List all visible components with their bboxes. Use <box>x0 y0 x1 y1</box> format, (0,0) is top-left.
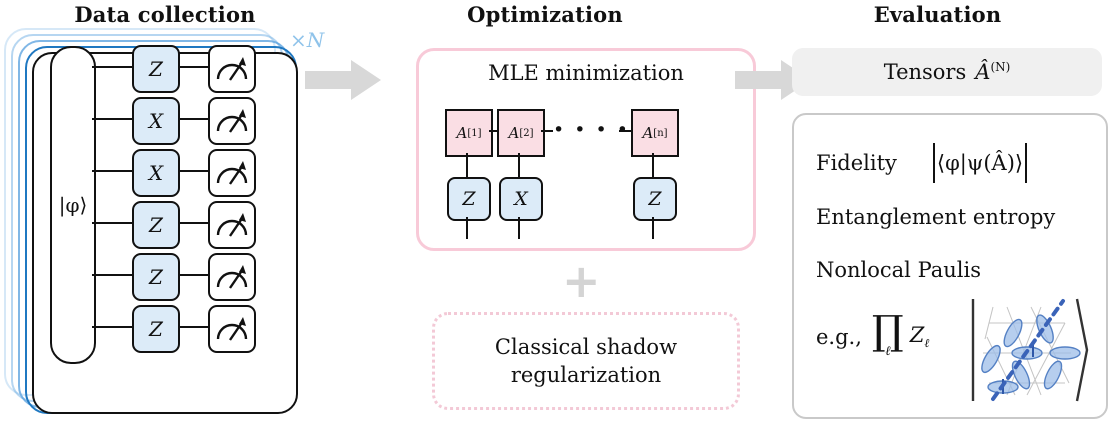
product-subscript: ℓ <box>885 344 891 359</box>
out-leg-1 <box>466 217 469 239</box>
example-prefix: e.g., <box>816 325 862 349</box>
mps-tensor-network: A[1] A[2] A[n] • • • • Z X Z <box>445 109 727 239</box>
panel-evaluation: Evaluation Tensors Â(N) Fidelity ⟨φ|ψ(Â)… <box>760 0 1115 431</box>
metric-fidelity-formula: ⟨φ|ψ(Â)⟩ <box>932 143 1028 183</box>
metric-entanglement-entropy-label: Entanglement entropy <box>816 205 1056 229</box>
classical-shadow-regularization-box: Classical shadow regularization <box>432 312 740 410</box>
meter-icon <box>208 149 256 197</box>
panel-data-collection: Data collection ×N |φ⟩ Z X X Z Z Z <box>0 0 330 431</box>
wire-out-6 <box>176 326 210 328</box>
wire-in-3 <box>92 170 134 172</box>
meter-icon <box>208 305 256 353</box>
wire-out-4 <box>176 222 210 224</box>
tensor-a2[interactable]: A[2] <box>497 109 545 157</box>
metric-nonlocal-paulis-label: Nonlocal Paulis <box>816 258 982 282</box>
pauli-gate-2[interactable]: X <box>132 97 180 145</box>
wire-out-2 <box>176 118 210 120</box>
mps-gate-1[interactable]: Z <box>447 177 491 221</box>
metric-nonlocal-paulis: Nonlocal Paulis <box>816 258 981 282</box>
bond-1-2 <box>489 130 497 133</box>
panel-optimization: Optimization MLE minimization A[1] A[2] … <box>330 0 760 431</box>
tensors-output-bar: Tensors Â(N) <box>792 48 1102 96</box>
wire-out-3 <box>176 170 210 172</box>
meter-icon <box>208 45 256 93</box>
mps-gate-n[interactable]: Z <box>633 177 677 221</box>
wire-out-1 <box>176 66 210 68</box>
tensor-an[interactable]: A[n] <box>631 109 679 157</box>
metric-fidelity: Fidelity ⟨φ|ψ(Â)⟩ <box>816 143 1028 183</box>
metric-example: e.g., ∏ ℓ Zℓ <box>816 308 930 359</box>
bond-dots-n <box>619 130 631 133</box>
repeat-count-label: ×N <box>290 28 325 52</box>
pauli-gate-6[interactable]: Z <box>132 305 180 353</box>
tensor-ellipsis: • • • • <box>553 119 630 141</box>
metric-fidelity-label: Fidelity <box>816 151 897 175</box>
evaluation-metrics-box: Fidelity ⟨φ|ψ(Â)⟩ Entanglement entropy N… <box>792 113 1108 419</box>
state-preparation-block: |φ⟩ <box>50 46 96 364</box>
shadow-line-2: regularization <box>510 363 662 387</box>
tensor-a1[interactable]: A[1] <box>445 109 493 157</box>
meter-icon <box>208 97 256 145</box>
wire-in-4 <box>92 222 134 224</box>
mps-gate-2[interactable]: X <box>499 177 543 221</box>
meter-icon <box>208 253 256 301</box>
quantum-circuit: |φ⟩ Z X X Z Z Z <box>28 24 290 382</box>
out-leg-2 <box>518 217 521 239</box>
wire-in-6 <box>92 326 134 328</box>
plus-sign: + <box>562 254 601 308</box>
physical-leg-n <box>652 153 655 177</box>
mle-minimization-box: MLE minimization A[1] A[2] A[n] • • • • … <box>416 48 756 251</box>
physical-leg-2 <box>518 153 521 177</box>
arrow-data-to-optimization <box>305 58 381 102</box>
physical-leg-1 <box>466 153 469 177</box>
mle-label: MLE minimization <box>488 61 684 85</box>
tensors-symbol: Â(N) <box>975 60 1011 84</box>
wire-out-5 <box>176 274 210 276</box>
metric-entanglement-entropy: Entanglement entropy <box>816 205 1055 229</box>
bond-2-dots <box>541 130 553 133</box>
page-title-evaluation: Evaluation <box>873 2 1002 27</box>
kagome-dimer-lattice <box>969 295 1089 405</box>
pauli-gate-3[interactable]: X <box>132 149 180 197</box>
page-title-optimization: Optimization <box>467 2 623 27</box>
pauli-gate-4[interactable]: Z <box>132 201 180 249</box>
shadow-line-1: Classical shadow <box>494 334 678 359</box>
product-symbol: ∏ ℓ <box>871 308 904 359</box>
wire-in-2 <box>92 118 134 120</box>
meter-icon <box>208 201 256 249</box>
pauli-gate-1[interactable]: Z <box>132 45 180 93</box>
pauli-gate-5[interactable]: Z <box>132 253 180 301</box>
page-title-data-collection: Data collection <box>74 2 256 27</box>
wire-in-5 <box>92 274 134 276</box>
example-operator: Zℓ <box>909 323 930 351</box>
wire-in-1 <box>92 66 134 68</box>
out-leg-n <box>652 217 655 239</box>
tensors-label: Tensors <box>883 60 967 84</box>
